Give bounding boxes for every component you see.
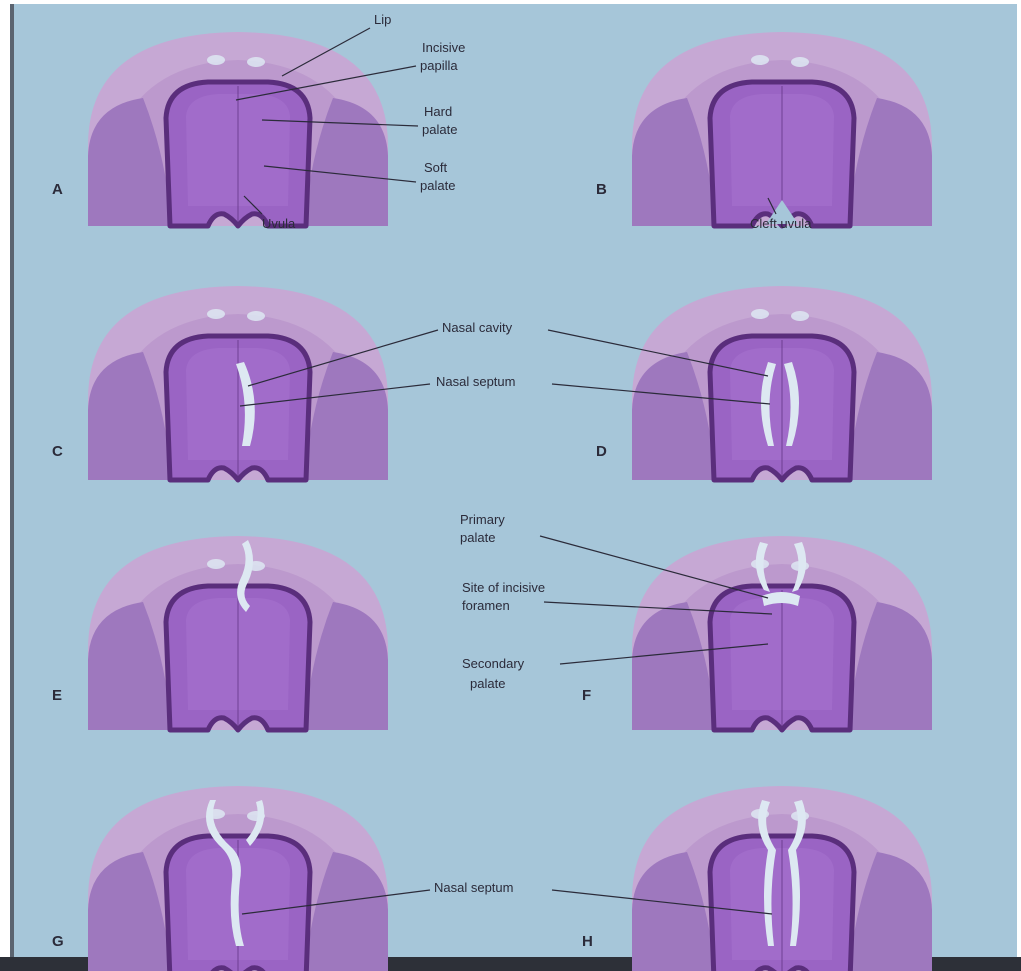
frame-left-edge (10, 4, 14, 959)
label-hard-palate-1: Hard (424, 104, 452, 119)
panel-label-a: A (52, 181, 63, 198)
panel-label-g: G (52, 933, 64, 950)
label-incisive-papilla-2: papilla (420, 58, 458, 73)
palate-drawing-c (88, 286, 388, 480)
palate-drawing-e (88, 536, 388, 730)
label-incisive-foramen-2: foramen (462, 598, 510, 613)
panel-label-c: C (52, 443, 63, 460)
palate-drawing-f (632, 536, 932, 730)
palate-drawing-b (632, 32, 932, 226)
panel-label-f: F (582, 687, 591, 704)
palate-drawing-h (632, 786, 932, 971)
palate-drawing-a (88, 32, 388, 226)
label-nasal-cavity: Nasal cavity (442, 320, 513, 335)
panel-label-e: E (52, 687, 62, 704)
label-incisive-papilla-1: Incisive (422, 40, 465, 55)
label-lip: Lip (374, 12, 391, 27)
label-primary-palate-2: palate (460, 530, 495, 545)
label-hard-palate-2: palate (422, 122, 457, 137)
label-secondary-palate-1: Secondary (462, 656, 525, 671)
panel-label-h: H (582, 933, 593, 950)
label-primary-palate-1: Primary (460, 512, 505, 527)
palate-drawing-d (632, 286, 932, 480)
panel-label-b: B (596, 181, 607, 198)
label-cleft-uvula: Cleft uvula (750, 216, 812, 231)
label-uvula: Uvula (262, 216, 296, 231)
label-soft-palate-1: Soft (424, 160, 448, 175)
label-incisive-foramen-1: Site of incisive (462, 580, 545, 595)
label-nasal-septum-2: Nasal septum (434, 880, 513, 895)
panel-label-d: D (596, 443, 607, 460)
label-secondary-palate-2: palate (470, 676, 505, 691)
label-soft-palate-2: palate (420, 178, 455, 193)
label-nasal-septum: Nasal septum (436, 374, 515, 389)
